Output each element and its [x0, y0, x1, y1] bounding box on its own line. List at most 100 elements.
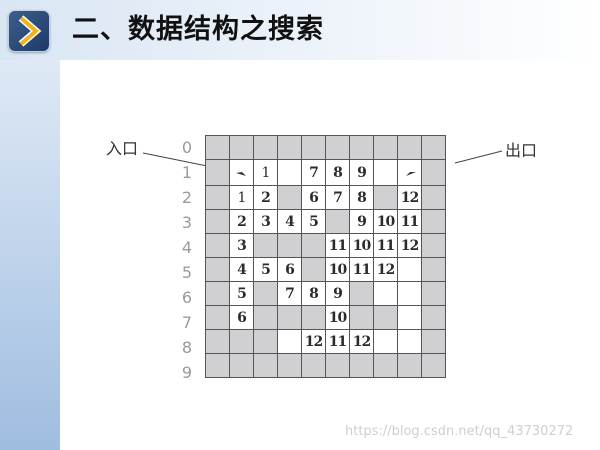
- path-cell: 8: [301, 281, 326, 306]
- wall-cell: [301, 305, 326, 330]
- wall-cell: [421, 209, 446, 234]
- chevron-right-icon: [8, 10, 50, 52]
- wall-cell: [205, 305, 230, 330]
- wall-cell: [421, 135, 446, 160]
- path-cell: 12: [301, 329, 326, 354]
- path-cell: 3: [253, 209, 278, 234]
- wall-cell: [205, 257, 230, 282]
- path-cell: 10: [325, 257, 350, 282]
- path-cell: 2: [229, 209, 254, 234]
- path-cell: 11: [325, 233, 350, 258]
- path-cell: 5: [229, 281, 254, 306]
- wall-cell: [301, 135, 326, 160]
- path-cell: 4: [229, 257, 254, 282]
- exit-pointer-line: [454, 150, 503, 164]
- row-index-label: 7: [181, 313, 193, 332]
- wall-cell: [349, 305, 374, 330]
- path-cell: 12: [349, 329, 374, 354]
- wall-cell: [421, 353, 446, 378]
- path-cell: 10: [325, 305, 350, 330]
- wall-cell: [205, 209, 230, 234]
- wall-cell: [373, 305, 398, 330]
- path-cell: [277, 159, 302, 186]
- path-cell: 11: [325, 329, 350, 354]
- wall-cell: [421, 185, 446, 210]
- wall-cell: [301, 353, 326, 378]
- wall-cell: [301, 257, 326, 282]
- wall-cell: [205, 135, 230, 160]
- wall-cell: [421, 257, 446, 282]
- path-cell: 11: [349, 257, 374, 282]
- path-cell: 1: [229, 185, 254, 210]
- row-index-label: 0: [181, 138, 193, 157]
- wall-cell: [349, 135, 374, 160]
- path-cell: 3: [229, 233, 254, 258]
- side-band: [0, 60, 60, 450]
- wall-cell: [277, 305, 302, 330]
- wall-cell: [301, 233, 326, 258]
- pointer-arrow-icon: [405, 172, 416, 176]
- wall-cell: [253, 135, 278, 160]
- path-cell: 8: [325, 159, 350, 186]
- row-index-label: 3: [181, 213, 193, 232]
- wall-cell: [253, 305, 278, 330]
- exit-label: 出口: [505, 141, 538, 160]
- path-cell: [277, 329, 302, 354]
- row-index-label: 8: [181, 338, 193, 357]
- path-cell: 7: [325, 185, 350, 210]
- path-cell: 10: [349, 233, 374, 258]
- pointer-arrow-icon: [235, 172, 246, 176]
- wall-cell: [397, 135, 422, 160]
- path-cell: [397, 305, 422, 330]
- wall-cell: [349, 353, 374, 378]
- path-cell: 2: [253, 185, 278, 210]
- entrance-label: 入口: [106, 139, 139, 158]
- maze-row: [205, 353, 446, 378]
- path-cell: 7: [277, 281, 302, 306]
- entrance-pointer-line: [142, 152, 213, 168]
- path-cell: 7: [301, 159, 326, 186]
- wall-cell: [277, 233, 302, 258]
- wall-cell: [397, 353, 422, 378]
- wall-cell: [277, 185, 302, 210]
- watermark: https://blog.csdn.net/qq_43730272: [345, 424, 574, 439]
- wall-cell: [205, 329, 230, 354]
- row-index-label: 5: [181, 263, 193, 282]
- wall-cell: [205, 353, 230, 378]
- wall-cell: [421, 281, 446, 306]
- wall-cell: [373, 135, 398, 160]
- path-cell: 12: [397, 185, 422, 210]
- path-cell: [397, 281, 422, 306]
- maze-row: [205, 135, 446, 160]
- path-cell: 5: [253, 257, 278, 282]
- path-cell: 9: [349, 159, 374, 186]
- path-cell: 10: [373, 209, 398, 234]
- wall-cell: [349, 281, 374, 306]
- path-cell: 12: [397, 233, 422, 258]
- path-cell: [397, 329, 422, 354]
- row-index-label: 2: [181, 188, 193, 207]
- path-cell: [373, 159, 398, 186]
- wall-cell: [205, 233, 230, 258]
- path-cell: 4: [277, 209, 302, 234]
- wall-cell: [421, 305, 446, 330]
- path-cell: 12: [373, 257, 398, 282]
- wall-cell: [421, 159, 446, 186]
- path-cell: 9: [349, 209, 374, 234]
- path-cell: 9: [325, 281, 350, 306]
- row-index-label: 1: [181, 163, 193, 182]
- wall-cell: [421, 329, 446, 354]
- wall-cell: [229, 353, 254, 378]
- path-cell: 1: [253, 159, 278, 186]
- path-cell: [397, 159, 422, 186]
- wall-cell: [229, 329, 254, 354]
- wall-cell: [229, 135, 254, 160]
